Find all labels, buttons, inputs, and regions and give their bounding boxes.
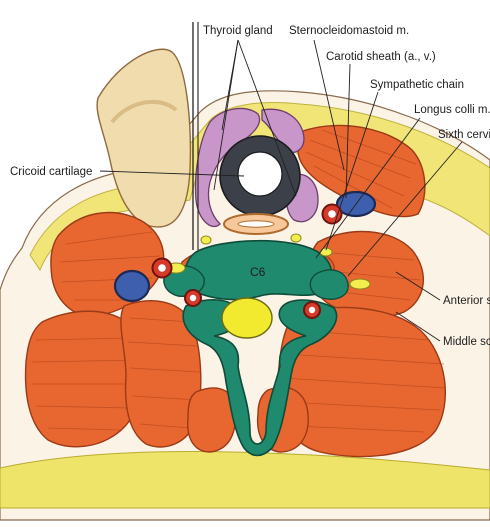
label-sixth-cervical: Sixth cervic — [438, 129, 490, 141]
carotid-artery-right-lumen — [328, 210, 336, 218]
label-cricoid-cartilage: Cricoid cartilage — [10, 166, 92, 178]
carotid-artery-left-lumen — [158, 264, 166, 272]
label-c6: C6 — [250, 265, 266, 279]
nerve-root-right — [350, 279, 370, 289]
jugular-vein-left — [115, 271, 149, 301]
label-anterior-scalene: Anterior sc — [443, 295, 490, 307]
label-sympathetic-chain: Sympathetic chain — [370, 79, 464, 91]
label-middle-scalene: Middle sca — [443, 336, 490, 348]
vertebral-artery-right-lumen — [309, 307, 315, 313]
spinal-cord — [222, 298, 272, 338]
vertebral-artery-left-lumen — [190, 295, 196, 301]
label-thyroid-gland: Thyroid gland — [203, 25, 273, 37]
label-sternocleidomastoid: Sternocleidomastoid m. — [289, 25, 409, 37]
larynx-lumen — [238, 152, 282, 196]
c6-transverse-right — [310, 270, 348, 299]
recurrent-laryngeal-left — [201, 236, 211, 244]
esophagus-lumen — [238, 221, 274, 227]
recurrent-laryngeal-right — [291, 234, 301, 242]
label-carotid-sheath: Carotid sheath (a., v.) — [326, 51, 436, 63]
label-longus-colli: Longus colli m. — [414, 104, 490, 116]
